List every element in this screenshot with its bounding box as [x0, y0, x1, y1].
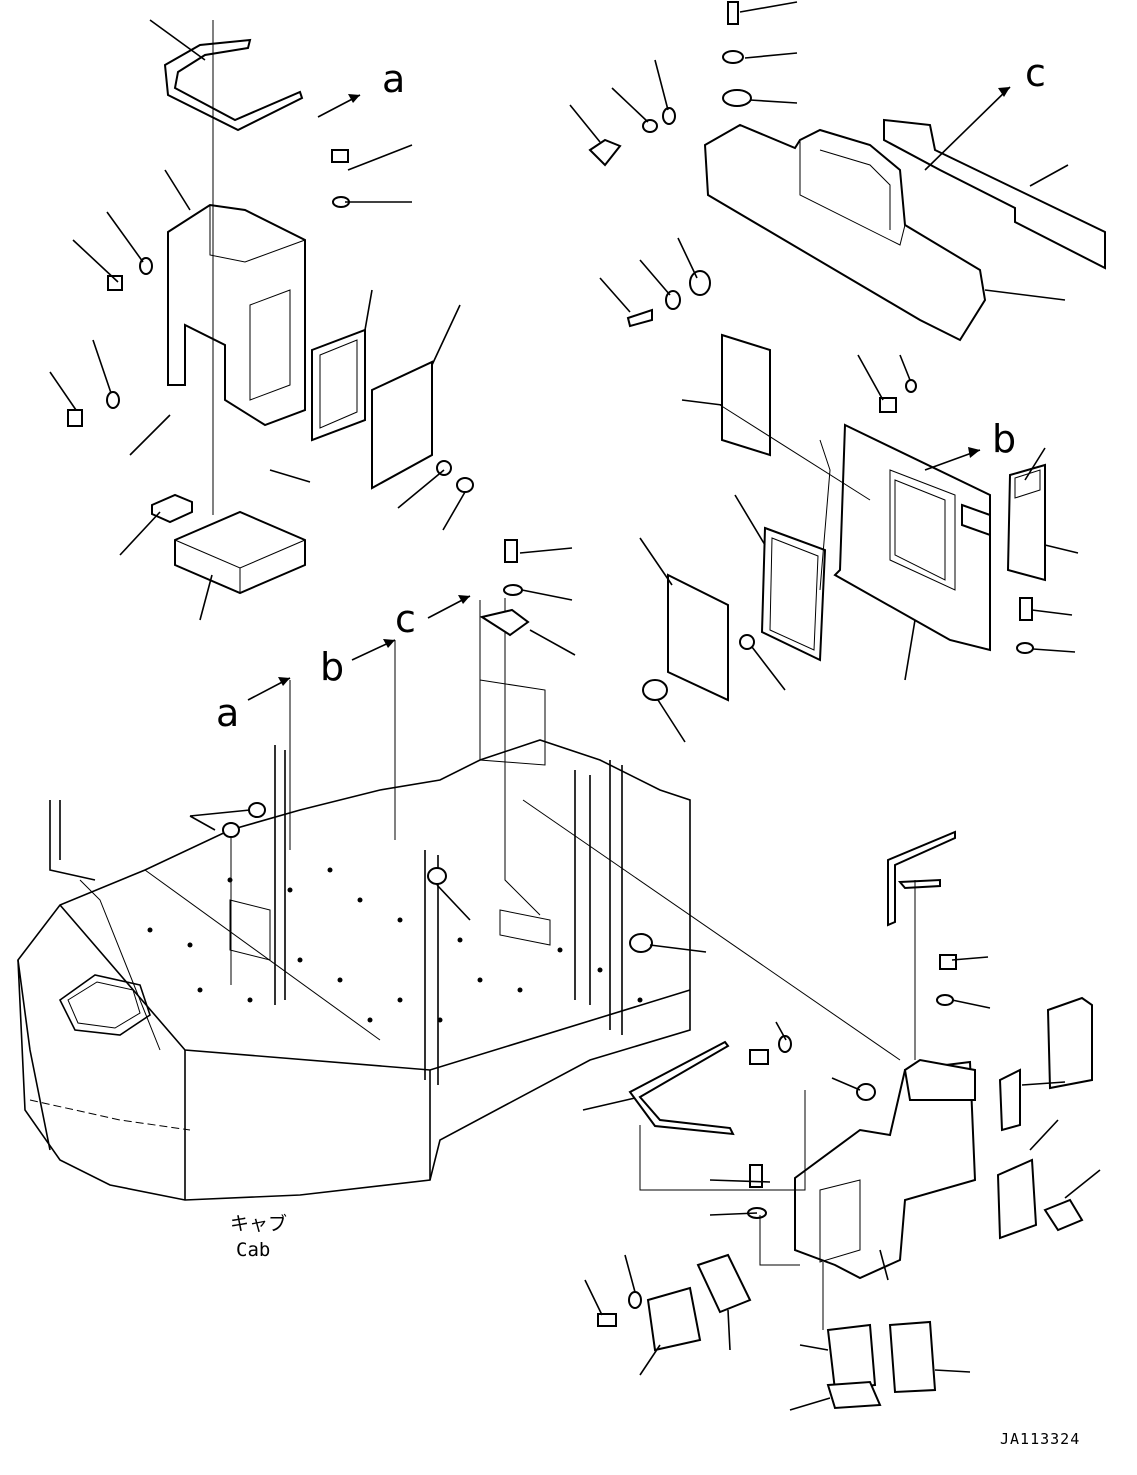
cab-frame	[17, 539, 707, 1201]
ref-label-c-cab: c	[395, 597, 416, 641]
bottom-right-cover-assembly	[522, 404, 1101, 1411]
ref-label-a-cab: a	[216, 691, 239, 735]
ref-label-c-top: c	[1025, 51, 1046, 95]
ref-label-b-cab: b	[320, 645, 344, 689]
drawing-code: JA113324	[1000, 1430, 1080, 1448]
top-left-cover-assembly	[49, 19, 474, 621]
top-right-cover-assembly	[569, 1, 1106, 743]
ref-label-b-right: b	[992, 417, 1016, 461]
cab-label-japanese: キャブ	[230, 1212, 287, 1235]
cab-label-english: Cab	[236, 1239, 270, 1261]
ref-label-a-top: a	[382, 57, 405, 101]
